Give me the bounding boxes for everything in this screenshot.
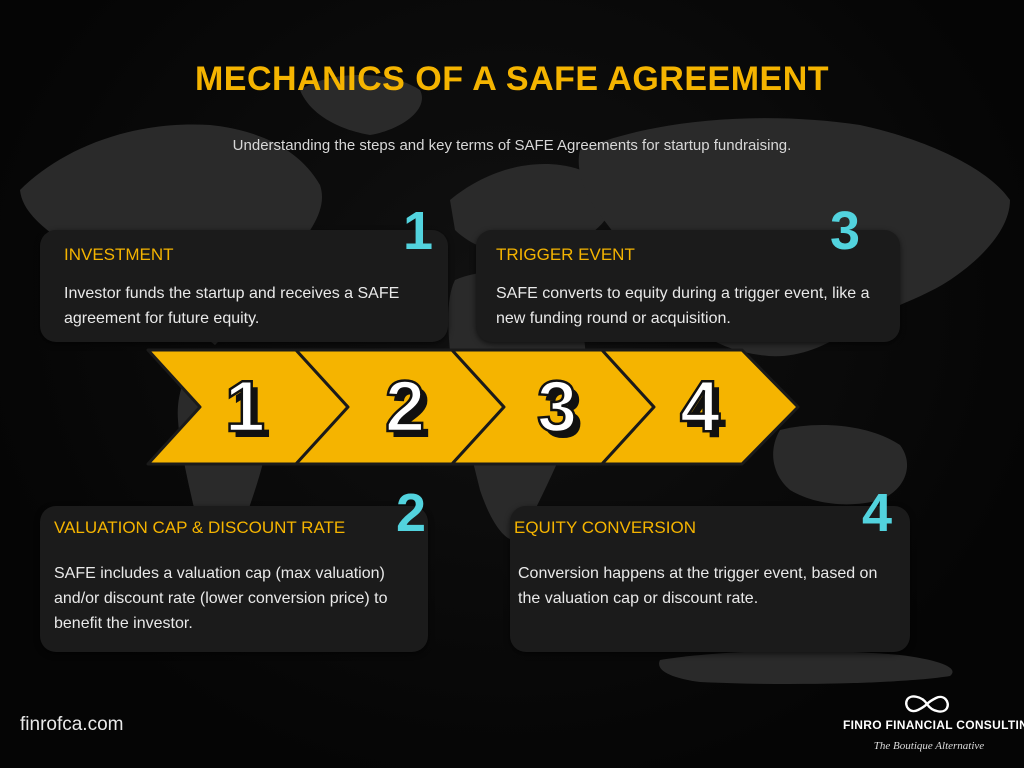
step-text-trigger-event: SAFE converts to equity during a trigger…	[496, 285, 870, 327]
arrow-label-4: 4	[680, 367, 720, 447]
brand-name: FINRO FINANCIAL CONSULTING	[843, 718, 1024, 732]
page-subtitle: Understanding the steps and key terms of…	[232, 137, 792, 154]
arrow-segment-4	[600, 348, 800, 466]
infinity-icon	[905, 695, 949, 713]
brand-tagline: The Boutique Alternative	[873, 740, 985, 752]
arrow-label-4-shadow: 4	[686, 373, 726, 453]
step-card-equity-conversion: EQUITY CONVERSION Conversion happens at …	[510, 506, 910, 652]
step-number-2: 2	[396, 483, 427, 543]
arrow-label-3: 3	[537, 367, 577, 447]
step-title-equity-conversion: EQUITY CONVERSION	[514, 518, 696, 537]
step-number-1: 1	[403, 201, 434, 261]
step-title-valuation-cap: VALUATION CAP & DISCOUNT RATE	[54, 518, 346, 537]
arrow-label-3-shadow: 3	[543, 373, 583, 453]
step-title-investment: INVESTMENT	[64, 245, 174, 264]
step-card-valuation-cap: VALUATION CAP & DISCOUNT RATE SAFE inclu…	[40, 506, 428, 652]
step-card-investment: INVESTMENT Investor funds the startup an…	[40, 230, 448, 342]
step-number-3: 3	[830, 201, 861, 261]
step-card-trigger-event: TRIGGER EVENT SAFE converts to equity du…	[476, 230, 900, 342]
step-title-trigger-event: TRIGGER EVENT	[496, 245, 635, 264]
arrow-label-2-shadow: 2	[391, 373, 431, 453]
website-link[interactable]: finrofca.com	[20, 714, 124, 735]
step-text-equity-conversion: Conversion happens at the trigger event,…	[518, 565, 878, 607]
arrow-label-1: 1	[225, 367, 265, 447]
step-text-investment: Investor funds the startup and receives …	[64, 285, 400, 327]
step-text-valuation-cap: SAFE includes a valuation cap (max valua…	[54, 565, 388, 632]
arrow-label-1-shadow: 1	[231, 373, 271, 453]
step-number-4: 4	[862, 483, 893, 543]
arrow-label-2: 2	[385, 367, 425, 447]
page-title: MECHANICS OF A SAFE AGREEMENT	[194, 60, 830, 98]
